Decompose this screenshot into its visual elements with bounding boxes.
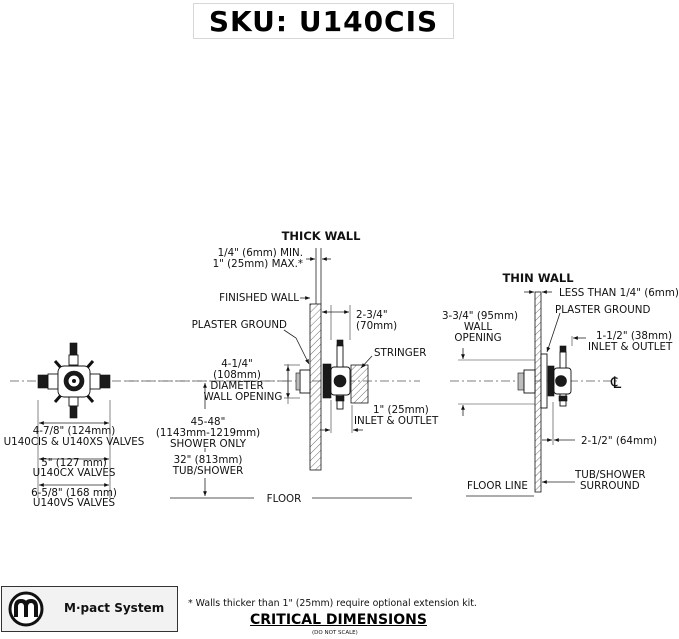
footnote: * Walls thicker than 1" (25mm) require o… (188, 598, 477, 609)
thin-tub-shower: TUB/SHOWER (574, 469, 646, 481)
thin-opening-word: OPENING (454, 332, 501, 344)
thick-32-inch: 32" (813mm) (174, 454, 243, 466)
front-label-4: U140CX VALVES (33, 467, 116, 479)
thin-wall-word: WALL (464, 321, 492, 333)
thick-wall-max: 1" (25mm) MAX.* (213, 258, 303, 270)
front-label-6: U140VS VALVES (33, 497, 115, 509)
critical-dimensions-title: CRITICAL DIMENSIONS (250, 612, 427, 628)
shower-only-label: SHOWER ONLY (170, 438, 247, 450)
front-view-valve (10, 342, 290, 498)
thin-1-1-2: 1-1/2" (38mm) (596, 330, 672, 342)
do-not-scale-note: (DO NOT SCALE) (312, 630, 358, 636)
floor-line-label: FLOOR LINE (467, 480, 528, 492)
mpact-logo-box: M·pact System (1, 586, 178, 632)
thin-wall-section (450, 290, 620, 497)
thick-70mm: (70mm) (356, 320, 397, 332)
thin-wall-title: THIN WALL (502, 271, 574, 285)
thick-4-1-4: 4-1/4" (221, 358, 253, 370)
thick-inlet-outlet: INLET & OUTLET (354, 415, 439, 427)
thin-surround: SURROUND (580, 480, 640, 492)
front-label-5: 6-5/8" (168 mm) (31, 487, 117, 499)
thick-wall-title: THICK WALL (282, 229, 361, 243)
sku-title: SKU: U140CIS (208, 4, 439, 38)
centerline-symbol: ℄ (610, 373, 622, 392)
thin-inlet-outlet: INLET & OUTLET (588, 341, 673, 353)
front-label-3: 5" (127 mm) (41, 457, 107, 469)
floor-label: FLOOR (267, 493, 302, 505)
thick-diameter: DIAMETER (210, 380, 263, 392)
thick-2-3-4: 2-3/4" (356, 309, 388, 321)
thin-less-than: LESS THAN 1/4" (6mm) (559, 287, 679, 299)
thick-wall-section (125, 248, 420, 499)
thin-plaster-ground: PLASTER GROUND (555, 304, 650, 316)
thick-tub-shower: TUB/SHOWER (172, 465, 244, 477)
thin-2-1-2: 2-1/2" (64mm) (581, 435, 657, 447)
thick-108mm: (108mm) (213, 369, 261, 381)
stringer-label: STRINGER (374, 347, 426, 359)
finished-wall-label: FINISHED WALL (219, 292, 299, 304)
plaster-ground-label: PLASTER GROUND (192, 319, 287, 331)
thick-wall-min: 1/4" (6mm) MIN. (218, 247, 303, 259)
thick-1-inch: 1" (25mm) (373, 404, 429, 416)
thick-45-48: 45-48" (191, 416, 226, 428)
thin-3-3-4: 3-3/4" (95mm) (442, 310, 518, 322)
thick-wall-opening: WALL OPENING (204, 391, 283, 403)
sku-header: SKU: U140CIS (193, 3, 454, 39)
thick-1143mm: (1143mm-1219mm) (156, 427, 260, 439)
front-label-1: 4-7/8" (124mm) (33, 425, 116, 437)
mpact-logo-text: M·pact System (64, 601, 165, 615)
front-label-2: U140CIS & U140XS VALVES (4, 436, 145, 448)
mpact-logo-icon (8, 591, 44, 627)
